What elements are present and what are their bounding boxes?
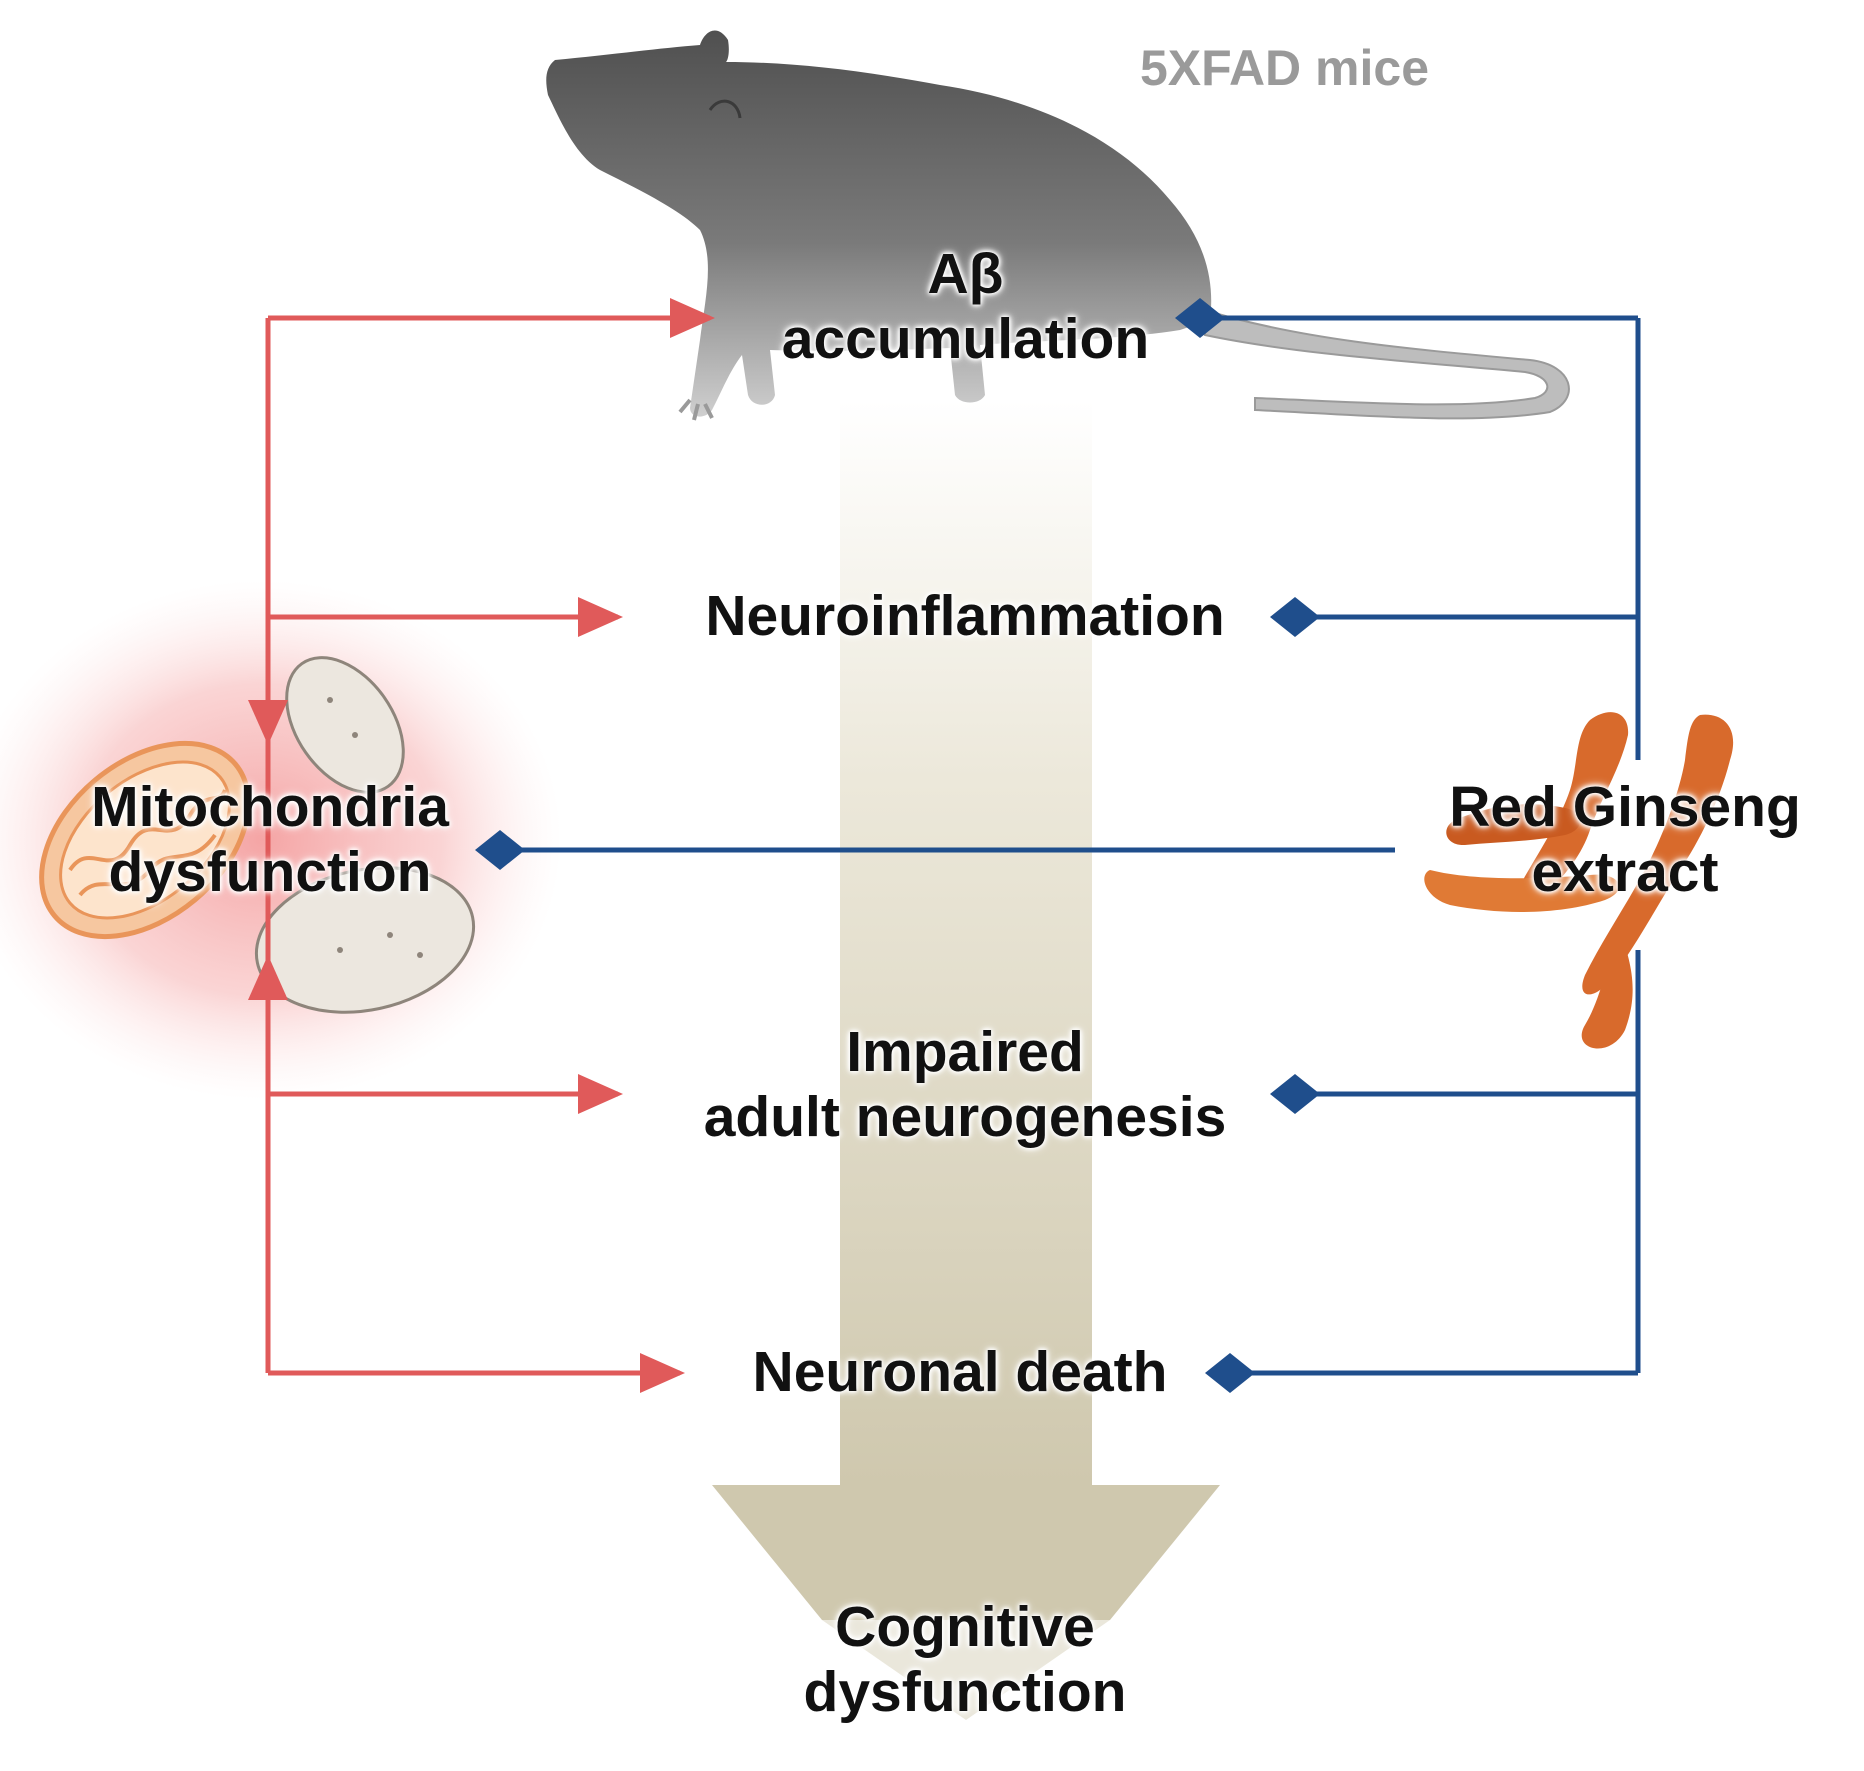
promote-connectors — [248, 298, 715, 1393]
node-red-ginseng-line2: extract — [1531, 839, 1719, 904]
node-neuroinflammation: Neuroinflammation — [630, 584, 1300, 649]
node-neuroinflammation-label: Neuroinflammation — [705, 584, 1225, 648]
inhibit-connectors — [475, 298, 1641, 1393]
node-red-ginseng-extract: Red Ginseng extract — [1400, 775, 1850, 905]
node-mitochondria-line1: Mitochondria — [91, 775, 449, 839]
diagram-title: 5XFAD mice — [1140, 40, 1430, 96]
node-abeta-accumulation: Aβ accumulation — [733, 242, 1198, 372]
node-neurogenesis-line1: Impaired — [846, 1020, 1084, 1084]
node-neuronal-death: Neuronal death — [680, 1340, 1240, 1405]
progression-arrow — [712, 400, 1220, 1720]
mitochondria-icon — [39, 656, 476, 1014]
node-neurogenesis-line2: adult neurogenesis — [703, 1084, 1227, 1149]
node-cognitive-line1: Cognitive — [835, 1595, 1095, 1659]
node-impaired-adult-neurogenesis: Impaired adult neurogenesis — [630, 1020, 1300, 1150]
node-mitochondria-dysfunction: Mitochondria dysfunction — [40, 775, 500, 905]
node-cognitive-dysfunction: Cognitive dysfunction — [720, 1595, 1210, 1725]
node-abeta-line1: Aβ — [927, 242, 1004, 306]
ginseng-root-icon — [1424, 712, 1734, 1049]
node-red-ginseng-line1: Red Ginseng — [1449, 775, 1801, 839]
node-cognitive-line2: dysfunction — [803, 1659, 1127, 1724]
node-neuronal-death-label: Neuronal death — [752, 1340, 1168, 1404]
node-abeta-line2: accumulation — [781, 306, 1150, 371]
node-mitochondria-line2: dysfunction — [108, 839, 432, 904]
